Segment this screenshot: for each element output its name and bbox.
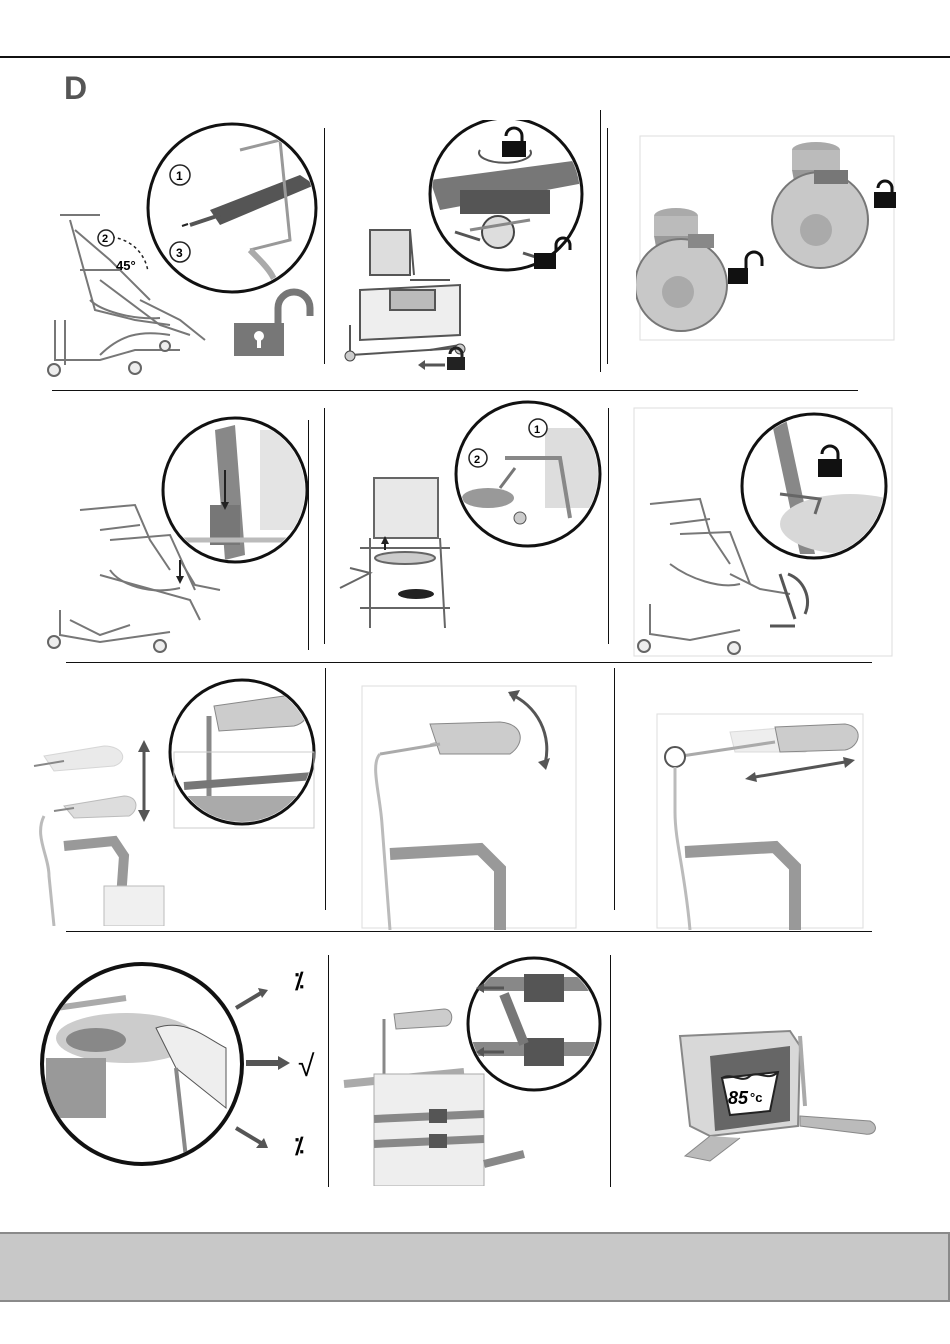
headrest-height-illustration [24,676,324,926]
separator-h3 [66,931,872,932]
panel-armrest-insert [40,410,310,660]
separator-v2-row3 [614,668,615,910]
rotate-knob-icon [665,747,685,767]
panel-headrest-height [24,676,324,926]
seat-insert-illustration: ⁒ √ ⁒ [36,958,326,1168]
headrest-slide-illustration [655,712,865,930]
panel-straps [334,954,606,1186]
wheel-icon [48,364,60,376]
no-icon-top: ⁒ [294,968,304,993]
lock-icon-caster [874,181,896,208]
separator-v3-row2 [608,408,609,644]
wash-temperature-unit: °c [750,1090,762,1105]
top-rule [0,56,950,58]
separator-v1-row2 [324,408,325,644]
step-2-badge: 2 [102,233,108,245]
wash-temperature: 85 [728,1088,749,1108]
panel-casters [636,130,898,346]
unlock-icon [234,292,310,356]
caster-locked [772,142,868,268]
footrest-illustration: 1 2 [330,398,606,648]
panel-headrest-tilt [360,684,578,930]
panel-footrest-removal: 1 2 [330,398,606,648]
separator-h2 [66,662,872,663]
wash-illustration: 85 °c [670,1026,890,1166]
separator-v1-row4 [328,955,329,1187]
ok-mark: √ [298,1050,315,1083]
panel-tilt-lever: 2 45° 1 3 [40,120,324,382]
separator-h1 [52,390,858,391]
tilt-lever-illustration: 2 45° 1 3 [40,120,324,382]
step-3-badge: 3 [176,246,183,260]
footrest-lock-illustration [630,404,896,660]
armrest-illustration [40,410,310,660]
step-2-badge-footrest: 2 [474,454,480,466]
panel-brake [330,120,600,382]
slide-arrow-icon [755,762,845,777]
headrest-tilt-illustration [360,684,578,930]
footer-band [0,1232,950,1302]
separator-v2-row1 [600,110,601,372]
straps-illustration [334,954,606,1186]
panel-seat-insert: ⁒ √ ⁒ [36,958,326,1168]
no-icon-bottom: ⁒ [294,1133,304,1158]
separator-v3-row1 [607,128,608,364]
separator-v2-row4 [610,955,611,1187]
panel-wash: 85 °c [670,1026,890,1166]
brake-illustration [330,120,600,382]
step-1-badge: 1 [176,169,183,183]
step-1-badge-footrest: 1 [534,424,540,436]
caster-illustration [636,130,898,346]
separator-v1-row1 [324,128,325,364]
caster-unlocked [636,208,727,331]
panel-footrest-lock [630,404,896,660]
angle-label: 45° [116,258,136,273]
panel-headrest-slide [655,712,865,930]
separator-v1-row3 [325,668,326,910]
unlock-icon-caster [728,252,762,284]
section-letter: D [64,70,87,107]
